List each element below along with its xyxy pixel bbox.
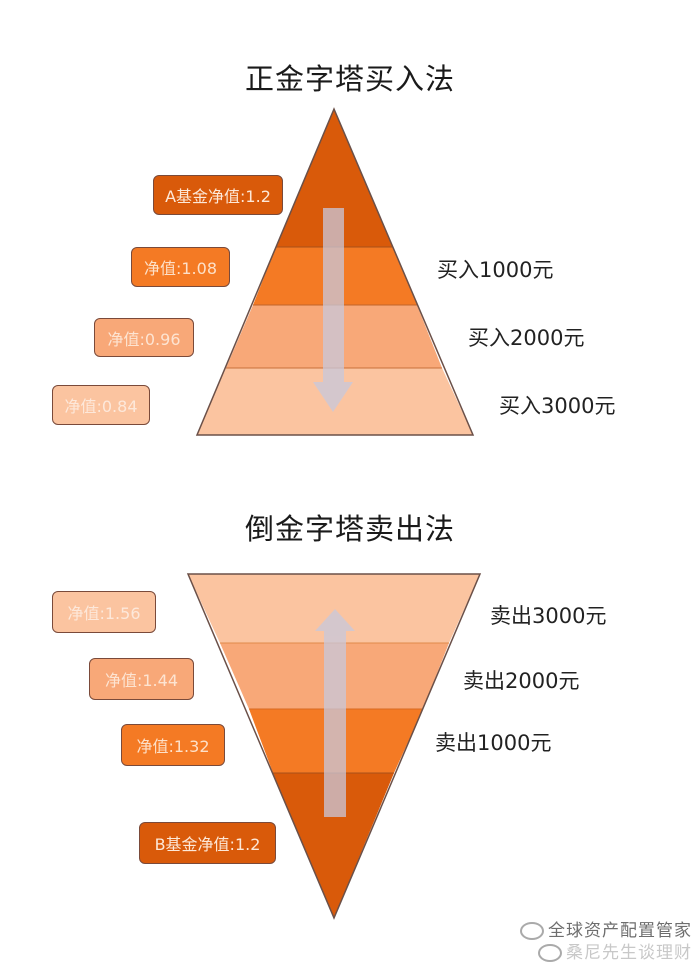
weibo-icon — [538, 944, 562, 962]
arrow-down-icon — [313, 208, 353, 412]
sell-1000-label: 卖出1000元 — [435, 731, 552, 755]
nav-label-a-fund: A基金净值:1.2 — [153, 175, 283, 215]
nav-label-1-32: 净值:1.32 — [121, 724, 225, 766]
pyramid-band-top — [276, 109, 393, 247]
sell-3000-label: 卖出3000元 — [490, 604, 607, 628]
watermark-line-2: 桑尼先生谈理财 — [538, 938, 692, 963]
inverted-pyramid — [186, 573, 482, 920]
inverted-band-top — [188, 574, 480, 643]
watermark-text-1: 全球资产配置管家 — [548, 921, 692, 941]
wechat-icon — [520, 922, 544, 940]
buy-2000-label: 买入2000元 — [468, 326, 585, 350]
nav-label-1-56: 净值:1.56 — [52, 591, 156, 633]
nav-label-b-fund: B基金净值:1.2 — [139, 822, 276, 864]
sell-2000-label: 卖出2000元 — [463, 669, 580, 693]
watermark-line-1: 全球资产配置管家 — [520, 916, 692, 941]
buy-1000-label: 买入1000元 — [437, 258, 554, 282]
nav-label-0-84: 净值:0.84 — [52, 385, 150, 425]
upright-pyramid — [195, 107, 475, 436]
bottom-title: 倒金字塔卖出法 — [244, 512, 455, 546]
nav-label-1-44: 净值:1.44 — [89, 658, 194, 700]
arrow-up-icon — [315, 609, 355, 817]
nav-label-1-08: 净值:1.08 — [131, 247, 230, 287]
watermark-text-2: 桑尼先生谈理财 — [566, 943, 692, 963]
top-title: 正金字塔买入法 — [244, 62, 455, 96]
buy-3000-label: 买入3000元 — [499, 394, 616, 418]
inverted-band-apex — [273, 773, 394, 918]
nav-label-0-96: 净值:0.96 — [94, 318, 194, 357]
